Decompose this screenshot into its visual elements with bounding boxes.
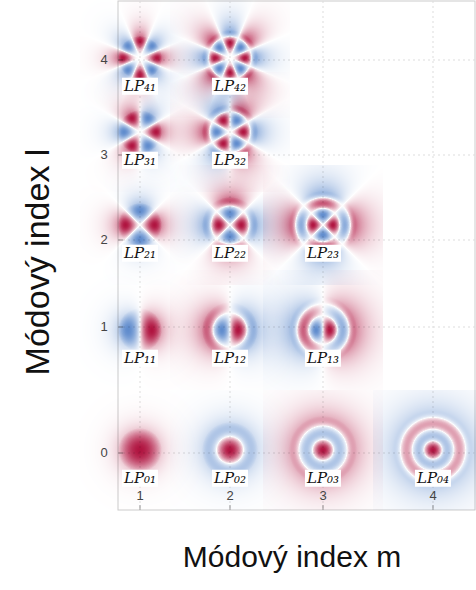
tick-label: 1 bbox=[136, 489, 143, 503]
mode-pattern bbox=[263, 390, 383, 510]
tick-label: 3 bbox=[100, 148, 107, 162]
mode-pattern bbox=[373, 390, 476, 510]
tick-label: 3 bbox=[319, 489, 326, 503]
mode-label: LP₄₂ bbox=[212, 78, 248, 95]
mode-label: LP₂₁ bbox=[122, 245, 158, 262]
tick-label: 4 bbox=[100, 53, 107, 67]
axis-title: Módový index l bbox=[19, 149, 56, 376]
tick-label: 2 bbox=[100, 233, 107, 247]
axis-title: Módový index m bbox=[183, 540, 401, 573]
mode-label: LP₃₂ bbox=[212, 152, 248, 169]
mode-pattern bbox=[263, 165, 383, 285]
mode-label: LP₁₃ bbox=[305, 350, 341, 367]
mode-label: LP₃₁ bbox=[122, 152, 158, 169]
mode-label: LP₄₁ bbox=[122, 78, 158, 95]
tick-label: 1 bbox=[100, 320, 107, 334]
mode-label: LP₀₁ bbox=[122, 470, 158, 487]
mode-label: LP₀₄ bbox=[415, 470, 451, 487]
tick-label: 4 bbox=[429, 489, 436, 503]
mode-label: LP₀₂ bbox=[212, 470, 248, 487]
mode-label: LP₂₃ bbox=[305, 245, 341, 262]
mode-pattern bbox=[263, 270, 383, 390]
mode-patterns bbox=[80, 0, 476, 510]
tick-label: 0 bbox=[100, 446, 107, 460]
mode-label: LP₁₁ bbox=[122, 350, 158, 367]
mode-label: LP₁₂ bbox=[212, 350, 248, 367]
mode-label: LP₀₃ bbox=[305, 470, 341, 487]
mode-label: LP₂₂ bbox=[212, 245, 248, 262]
tick-label: 2 bbox=[226, 489, 233, 503]
